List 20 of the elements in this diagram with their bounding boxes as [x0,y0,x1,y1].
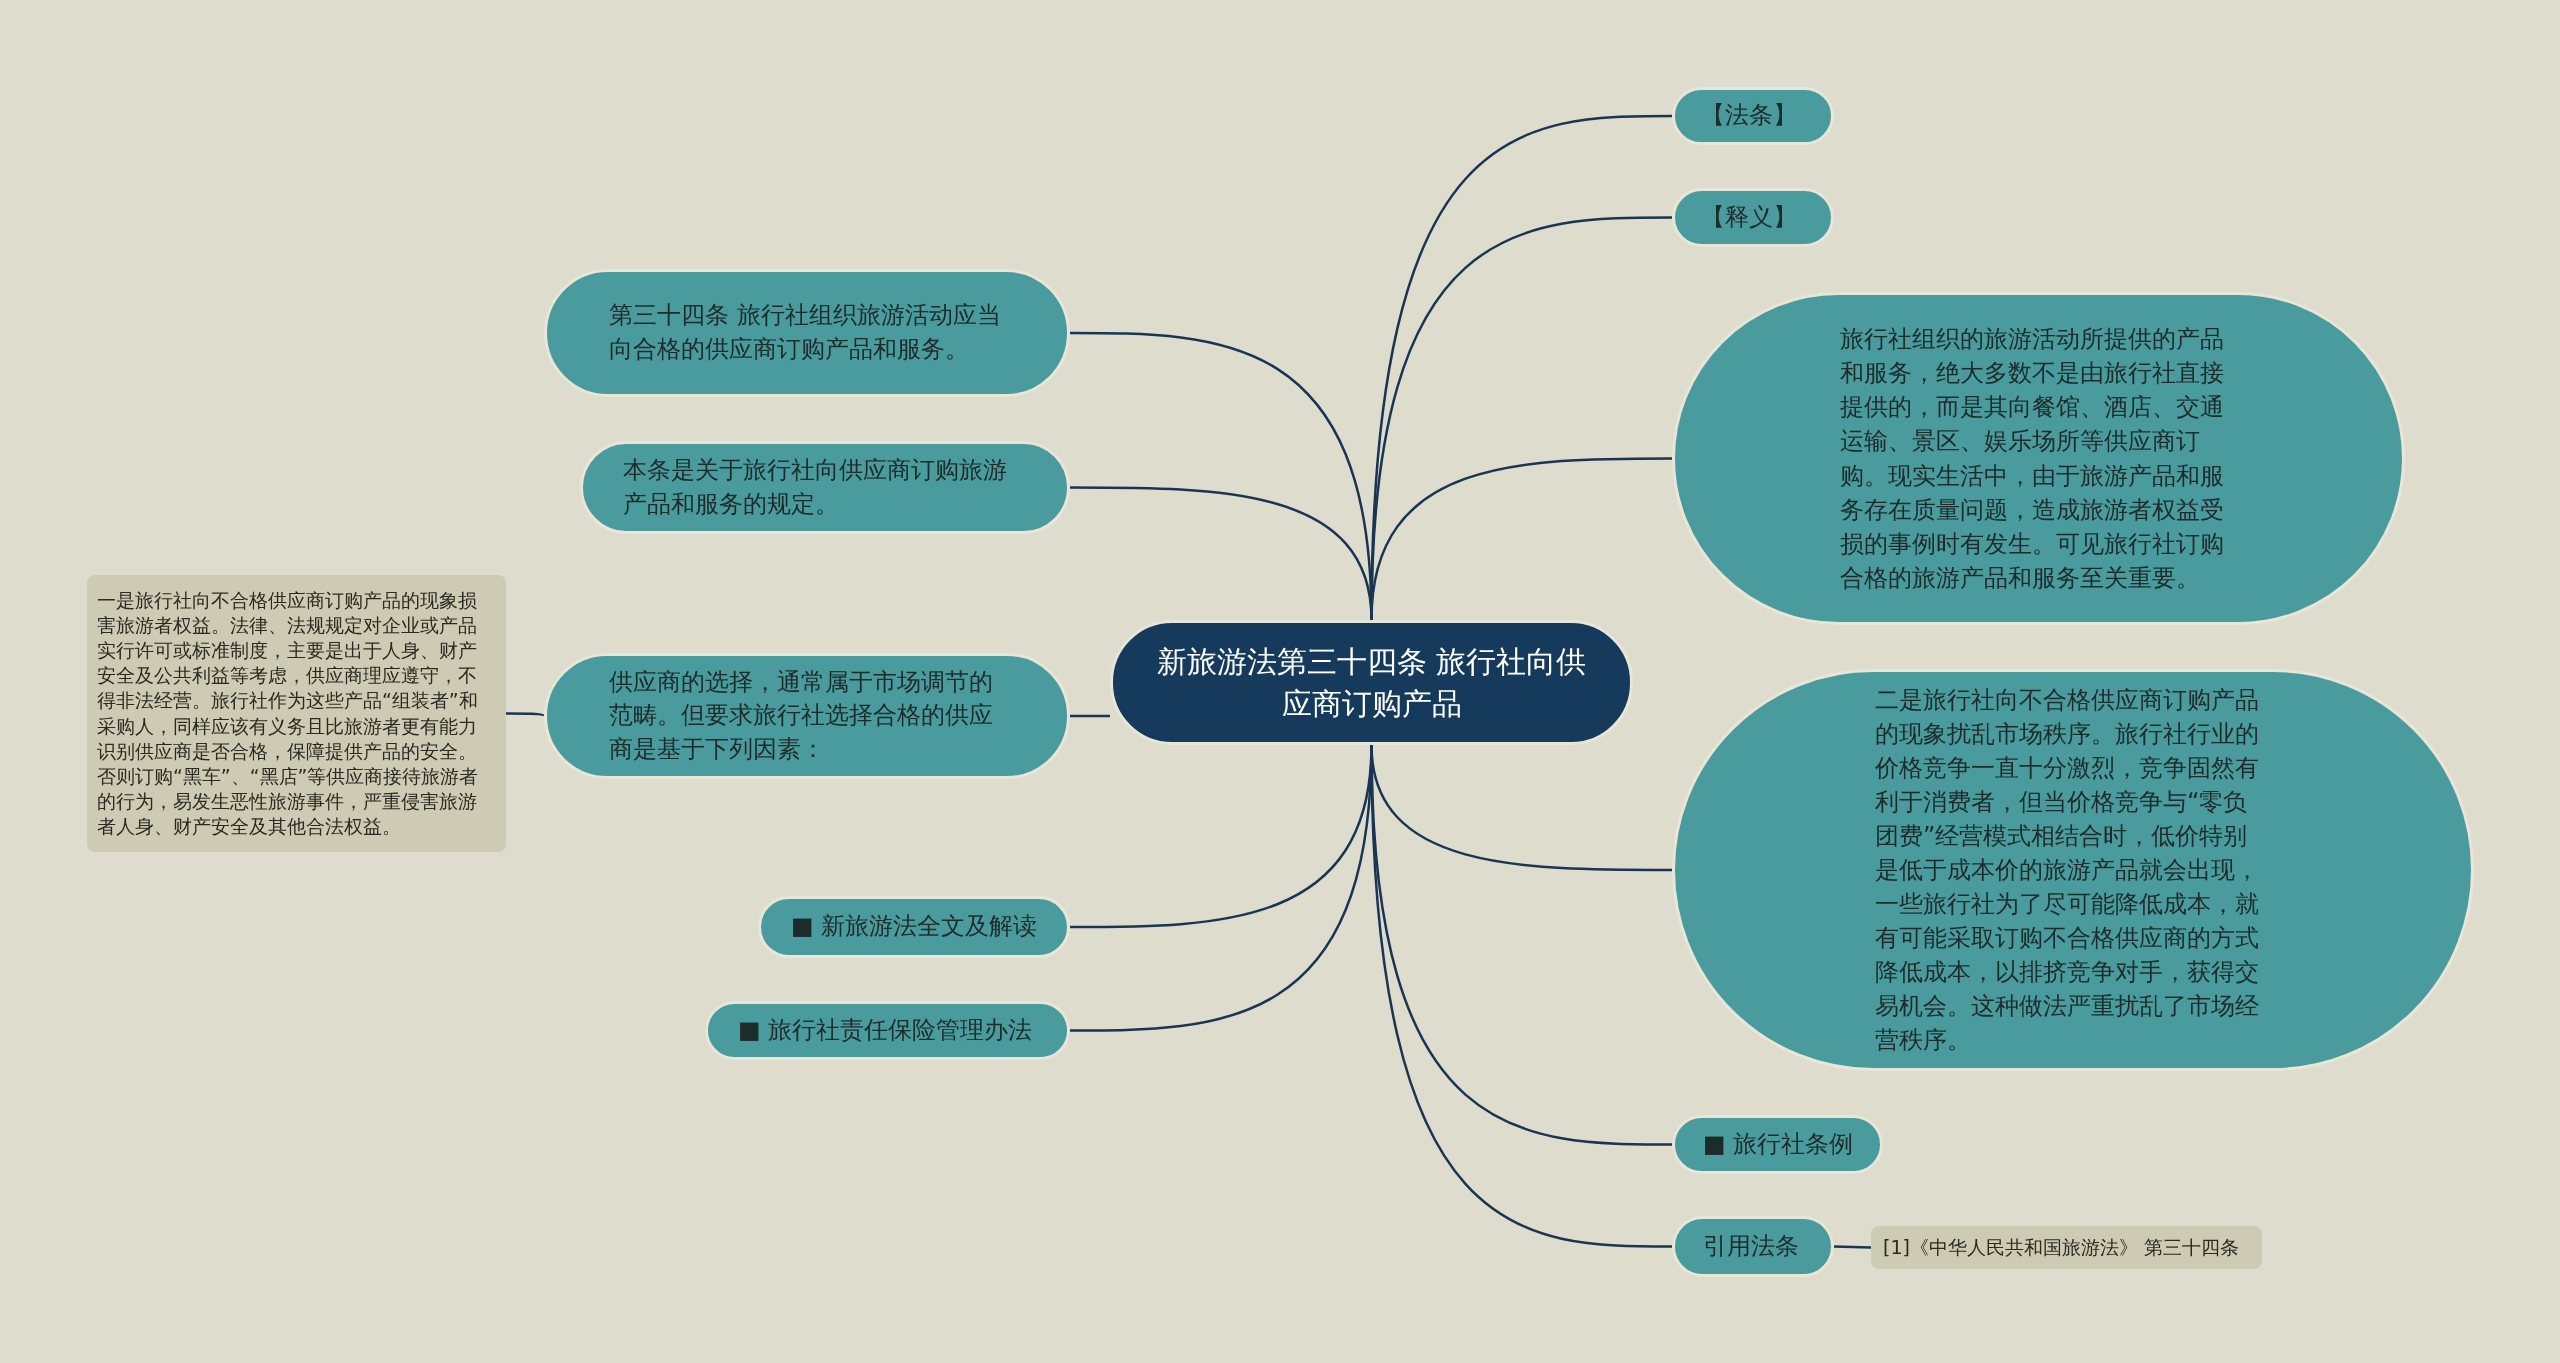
connector-line [506,712,545,718]
note-card [87,575,506,852]
node-text: 二是旅行社向不合格供应商订购产品的现象扰乱市场秩序。旅行社行业的价格竞争一直十分激烈，竞争固然有利于消费者，但当价格竞争与“零负团费”经营模式相结合时，低价特别是低于成本价的旅游产品就会出现，一些旅行社为了尽可能降低成本，就有可能采取订购不合格供应商的方式降低成本，以排挤竞争对手，获得交易机会。这种做法严重扰乱了市场经营秩序。 [1875,684,2260,1057]
node-text: [1]《中华人民共和国旅游法》 第三十四条 [1883,1235,2240,1260]
node-text: ■ 新旅游法全文及解读 [791,911,1039,943]
node-text: ■ 旅行社条例 [1703,1128,1855,1160]
connector-line [1370,457,1672,621]
node-text: 一是旅行社向不合格供应商订购产品的现象损害旅游者权益。法律、法规规定对企业或产品实行许可或标准制度，主要是出于人身、财产安全及公共利益等考虑，供应商理应遵守，不得非法经营。旅行社作为这些产品“组装者”和采购人，同样应该有义务且比旅游者更有能力识别供应商是否合格，保障提供产品的安全。否则订购“黑车”、“黑店”等供应商接待旅游者的行为，易发生恶性旅游事件，严重侵害旅游者人身、财产安全及其他合法权益。 [97,588,480,839]
node-text: 【释义】 [1701,201,1798,233]
node-text: 旅行社组织的旅游活动所提供的产品和服务，绝大多数不是由旅行社直接提供的，而是其向餐馆、酒店、交通运输、景区、娱乐场所等供应商订购。现实生活中，由于旅游产品和服务存在质量问题，造成旅游者权益受损的事例时有发生。可见旅行社订购合格的旅游产品和服务至关重要。 [1840,324,2225,594]
connector-line [1833,1245,1872,1249]
node-text: 供应商的选择，通常属于市场调节的范畴。但要求旅行社选择合格的供应商是基于下列因素： [609,666,994,765]
node-text: 第三十四条 旅行社组织旅游活动应当向合格的供应商订购产品和服务。 [609,300,1002,365]
node-text: 【法条】 [1701,100,1798,132]
connector-line [1070,714,1110,718]
node-text: 引用法条 [1703,1230,1800,1262]
note-card [1871,1226,2262,1269]
node-text: ■ 旅行社责任保险管理办法 [738,1014,1034,1046]
node-text: 新旅游法第三十四条 旅行社向供应商订购产品 [1155,642,1588,723]
node-text: 本条是关于旅行社向供应商订购旅游产品和服务的规定。 [623,454,1008,520]
